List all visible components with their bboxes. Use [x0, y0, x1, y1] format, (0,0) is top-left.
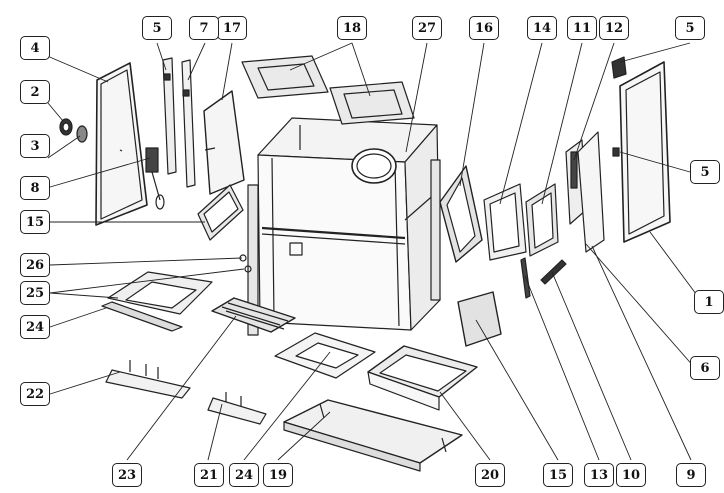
door-knob-2 [59, 118, 73, 136]
gasket-14 [483, 183, 527, 261]
callout-10: 10 [616, 463, 646, 487]
rail-24 [101, 301, 183, 332]
right-door [612, 61, 671, 243]
callout-2: 2 [20, 80, 50, 104]
callout-15-left: 15 [20, 210, 50, 234]
callout-6: 6 [690, 356, 720, 380]
frame-24 [274, 332, 376, 379]
callout-26: 26 [20, 253, 50, 277]
glass-11 [525, 183, 559, 257]
callout-5-top-left: 5 [142, 16, 172, 40]
firebox-body [247, 117, 441, 336]
clip-5 [611, 56, 627, 79]
door-frame-9 [577, 131, 605, 253]
callout-8: 8 [20, 176, 50, 200]
callout-19: 19 [263, 463, 293, 487]
callout-14: 14 [527, 16, 557, 40]
callout-5-top-right: 5 [675, 16, 705, 40]
callout-15-bottom: 15 [543, 463, 573, 487]
callout-24-left: 24 [20, 315, 50, 339]
left-door [95, 62, 148, 226]
side-panel-17 [203, 90, 245, 195]
callout-4: 4 [20, 36, 50, 60]
callout-12: 12 [599, 16, 629, 40]
glass-frame-15 [197, 184, 244, 241]
callout-24-bottom: 24 [229, 463, 259, 487]
callout-1: 1 [694, 290, 724, 314]
flue-collar [351, 148, 397, 184]
callout-25: 25 [20, 281, 50, 305]
leader-lines [44, 42, 703, 461]
callout-23: 23 [112, 463, 142, 487]
bracket-21 [207, 392, 267, 425]
callout-20: 20 [475, 463, 505, 487]
callout-13: 13 [584, 463, 614, 487]
callout-7: 7 [189, 16, 219, 40]
callout-27: 27 [412, 16, 442, 40]
callout-16: 16 [469, 16, 499, 40]
base-19 [283, 399, 463, 472]
callout-18: 18 [337, 16, 367, 40]
frame-16 [439, 165, 483, 263]
callout-21: 21 [194, 463, 224, 487]
side-strip-5 [162, 57, 177, 175]
side-strip-7 [181, 59, 196, 188]
callout-17: 17 [217, 16, 247, 40]
callout-22: 22 [20, 382, 50, 406]
ash-pan-20 [367, 345, 478, 411]
callout-9: 9 [676, 463, 706, 487]
callout-5-right: 5 [690, 160, 720, 184]
latch-assembly-8 [145, 147, 165, 210]
handle-10 [540, 259, 567, 285]
baffle-plates [241, 55, 415, 125]
callout-3: 3 [20, 134, 50, 158]
bracket-22 [105, 360, 191, 399]
callout-11: 11 [567, 16, 597, 40]
brick-15 [457, 291, 502, 347]
grate-23 [211, 297, 296, 333]
door-knob-3 [76, 125, 88, 143]
